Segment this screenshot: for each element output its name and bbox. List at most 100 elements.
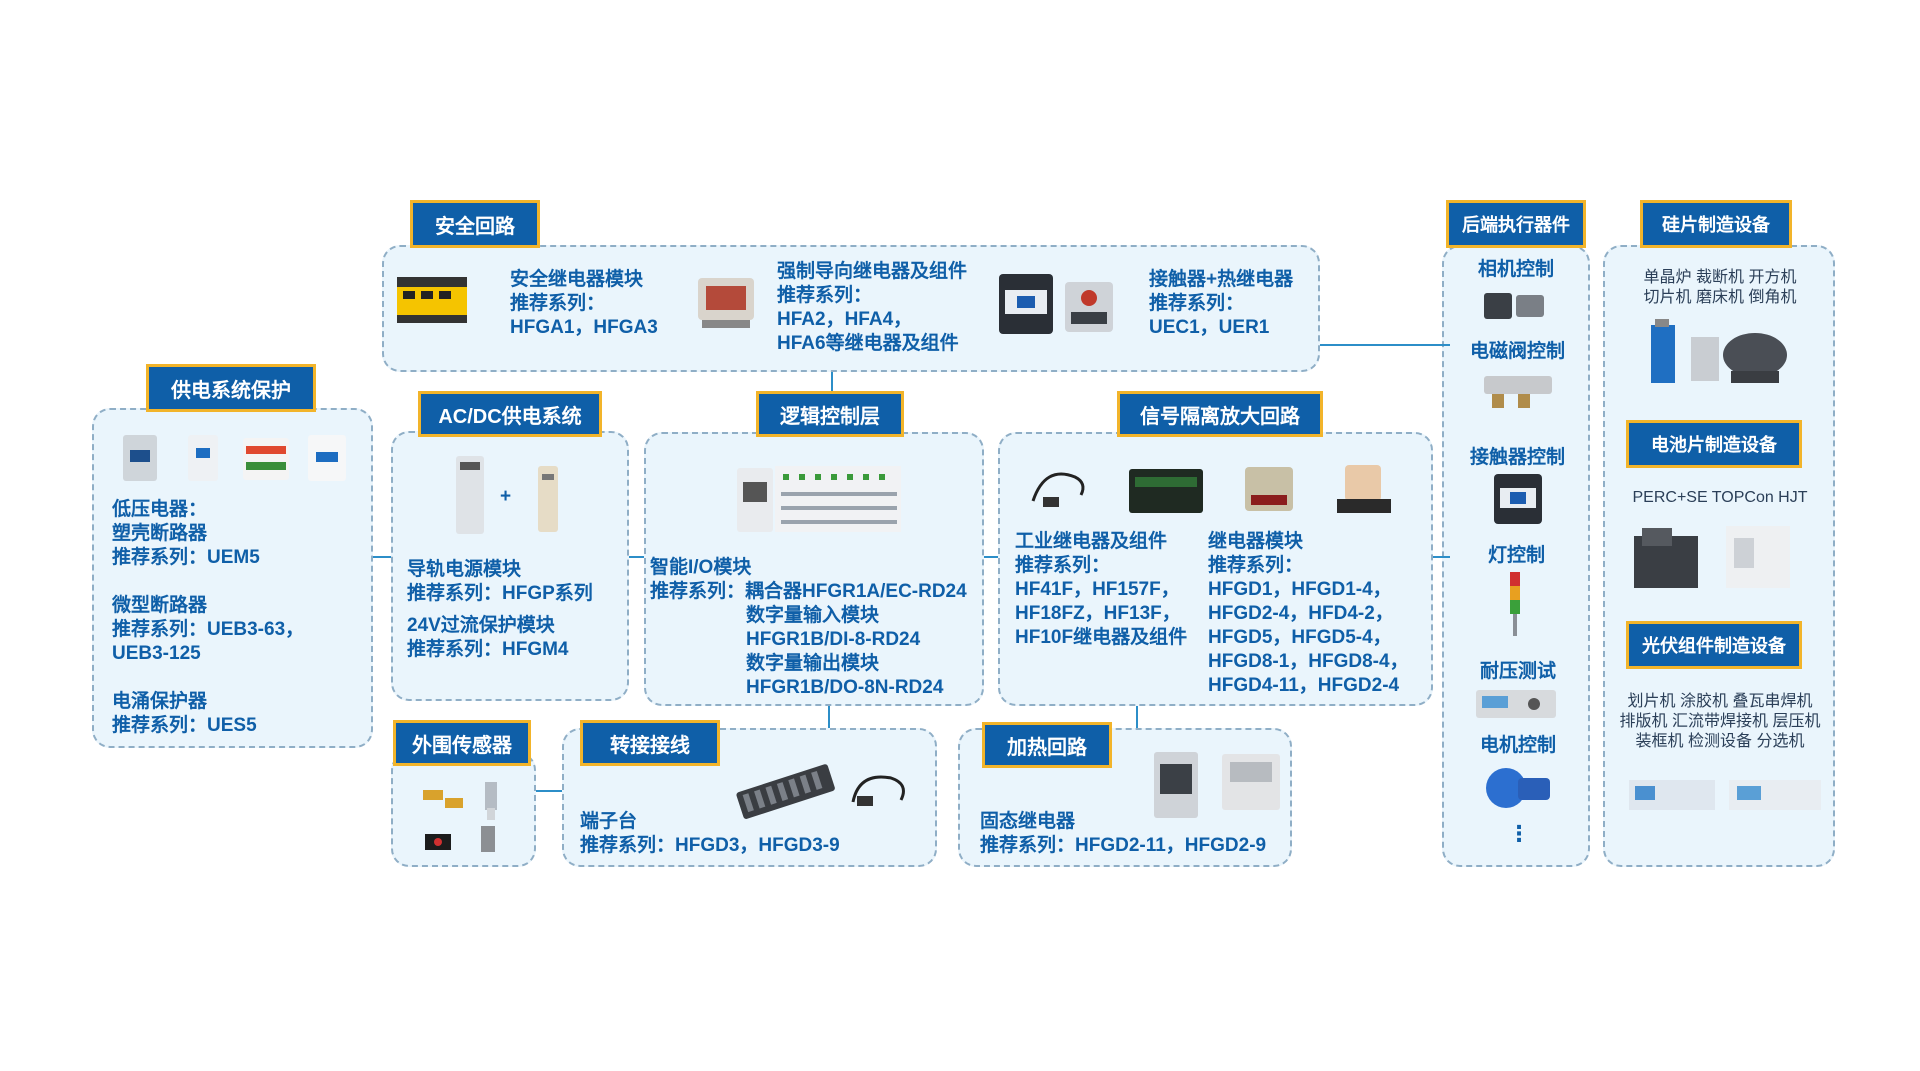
ovp-label: 24V过流保护模块 <box>407 615 555 636</box>
camera-icon <box>1484 293 1544 319</box>
guided-relay-icon <box>698 278 754 328</box>
connector-signal-heating <box>1136 706 1138 728</box>
relay-module-s2: HFGD2-4，HFD4-2， <box>1208 603 1394 624</box>
rail-psu-series: 推荐系列：HFGP系列 <box>407 583 593 604</box>
mccb-series: 推荐系列：UEM5 <box>112 547 260 568</box>
industrial-relay-rec: 推荐系列： <box>1015 555 1111 576</box>
safety-item-3-series: UEC1，UER1 <box>1149 317 1270 338</box>
rail-power-supply-icon <box>456 456 484 534</box>
backend-item-motor: 电机控制 <box>1480 735 1557 756</box>
backend-item-light: 灯控制 <box>1488 545 1546 566</box>
connector-logic-signal <box>984 556 998 558</box>
safety-item-2-series1: HFA2，HFA4， <box>777 309 913 330</box>
safety-panel <box>382 245 1320 372</box>
relay-module-s1: HFGD1，HFGD1-4， <box>1208 579 1392 600</box>
sensor-panel <box>391 752 536 867</box>
pvmodule-line1: 划片机 涂胶机 叠瓦串焊机 <box>1627 693 1813 710</box>
motor-pump-icon <box>1486 768 1550 808</box>
acdc-plus: + <box>500 486 512 507</box>
overcurrent-module-icon <box>538 466 558 532</box>
safety-item-1-rec: 推荐系列： <box>510 293 606 314</box>
logic-io-label: 智能I/O模块 <box>650 557 752 578</box>
spd-label: 电涌保护器 <box>112 691 208 712</box>
safety-item-1-name: 安全继电器模块 <box>510 269 644 290</box>
backend-header: 后端执行器件 <box>1446 200 1586 248</box>
mcb-series1: 推荐系列：UEB3-63， <box>112 619 305 640</box>
sensors-icon <box>423 782 497 852</box>
wafer-equipment-icon <box>1651 319 1787 383</box>
connector-acdc-logic <box>629 556 644 558</box>
logic-line4: 数字量输出模块 <box>746 653 880 674</box>
backend-panel <box>1442 245 1590 867</box>
pvmodule-production-line-icon <box>1629 780 1821 810</box>
terminal-name: 端子台 <box>580 811 638 832</box>
terminal-header: 转接接线 <box>580 720 720 766</box>
ovp-series: 推荐系列：HFGM4 <box>407 639 569 660</box>
logic-line3: HFGR1B/DI-8-RD24 <box>746 629 921 650</box>
backend-item-valve: 电磁阀控制 <box>1470 341 1566 362</box>
wafer-line2: 切片机 磨床机 倒角机 <box>1643 289 1797 306</box>
acdc-header: AC/DC供电系统 <box>418 391 602 437</box>
power-protection-header: 供电系统保护 <box>146 364 316 412</box>
breakers-icon <box>123 435 346 481</box>
mccb-label: 塑壳断路器 <box>112 523 208 544</box>
relay-module-rec: 推荐系列： <box>1208 555 1304 576</box>
safety-item-1-series: HFGA1，HFGA3 <box>510 317 658 338</box>
backend-item-hipot: 耐压测试 <box>1480 661 1557 682</box>
safety-header: 安全回路 <box>410 200 540 248</box>
heating-series: 推荐系列：HFGD2-11，HFGD2-9 <box>980 835 1267 856</box>
pvmodule-header: 光伏组件制造设备 <box>1626 621 1802 669</box>
relay-module-label: 继电器模块 <box>1208 531 1304 552</box>
relay-module-s5: HFGD4-11，HFGD2-4 <box>1208 675 1400 696</box>
wafer-header: 硅片制造设备 <box>1640 200 1792 248</box>
logic-line1: 推荐系列：耦合器HFGR1A/EC-RD24 <box>650 581 967 602</box>
pvmodule-line2: 排版机 汇流带焊接机 层压机 <box>1619 713 1821 730</box>
terminal-series: 推荐系列：HFGD3，HFGD3-9 <box>580 835 840 856</box>
safety-item-2-series2: HFA6等继电器及组件 <box>777 333 959 354</box>
contactor-thermal-relay-icon <box>999 274 1113 334</box>
connector-safety-logic <box>831 372 833 394</box>
cell-line1: PERC+SE TOPCon HJT <box>1632 489 1808 506</box>
sensor-header: 外围传感器 <box>393 720 531 766</box>
safety-item-2-rec: 推荐系列： <box>777 285 873 306</box>
backend-item-camera: 相机控制 <box>1478 259 1555 280</box>
mcb-series2: UEB3-125 <box>112 643 201 664</box>
industrial-relay-label: 工业继电器及组件 <box>1015 531 1168 552</box>
acdc-panel <box>391 431 629 701</box>
logic-header: 逻辑控制层 <box>756 391 904 437</box>
connector-safety-backend <box>1320 344 1450 346</box>
mcb-label: 微型断路器 <box>112 595 208 616</box>
wafer-line1: 单晶炉 裁断机 开方机 <box>1643 269 1797 286</box>
heating-name: 固态继电器 <box>980 811 1076 832</box>
relay-module-s3: HFGD5，HFGD5-4， <box>1208 627 1392 648</box>
smart-io-module-icon <box>737 466 901 532</box>
spd-series: 推荐系列：UES5 <box>112 715 257 736</box>
relay-parts-icon <box>1031 465 1391 513</box>
cell-equipment-icon <box>1634 526 1790 588</box>
connector-logic-terminal <box>828 706 830 728</box>
industrial-relay-s1: HF41F，HF157F， <box>1015 579 1180 600</box>
logic-line2: 数字量输入模块 <box>746 605 880 626</box>
solenoid-valve-icon <box>1484 376 1552 408</box>
logic-line5: HFGR1B/DO-8N-RD24 <box>746 677 944 698</box>
safety-relay-module-icon <box>397 277 467 323</box>
backend-more-icon: ⋮ <box>1508 821 1530 846</box>
cell-header: 电池片制造设备 <box>1626 420 1802 468</box>
industrial-relay-s2: HF18FZ，HF13F， <box>1015 603 1181 624</box>
safety-item-2-name: 强制导向继电器及组件 <box>777 261 968 282</box>
connector-signal-backend <box>1433 556 1450 558</box>
signal-header: 信号隔离放大回路 <box>1117 391 1323 437</box>
relay-module-s4: HFGD8-1，HFGD8-4， <box>1208 651 1409 672</box>
heating-header: 加热回路 <box>982 722 1112 768</box>
connector-sensor-terminal <box>536 790 562 792</box>
terminal-block-icon <box>736 764 905 819</box>
backend-item-contactor: 接触器控制 <box>1470 447 1566 468</box>
solid-state-relay-icon <box>1154 752 1280 818</box>
industrial-relay-s3: HF10F继电器及组件 <box>1015 627 1188 648</box>
safety-item-3-name: 接触器+热继电器 <box>1149 269 1294 290</box>
pvmodule-line3: 装框机 检测设备 分选机 <box>1635 733 1805 750</box>
connector-power-acdc <box>373 556 391 558</box>
signal-tower-light-icon <box>1510 572 1520 636</box>
safety-item-3-rec: 推荐系列： <box>1149 293 1245 314</box>
contactor-icon <box>1494 474 1542 524</box>
